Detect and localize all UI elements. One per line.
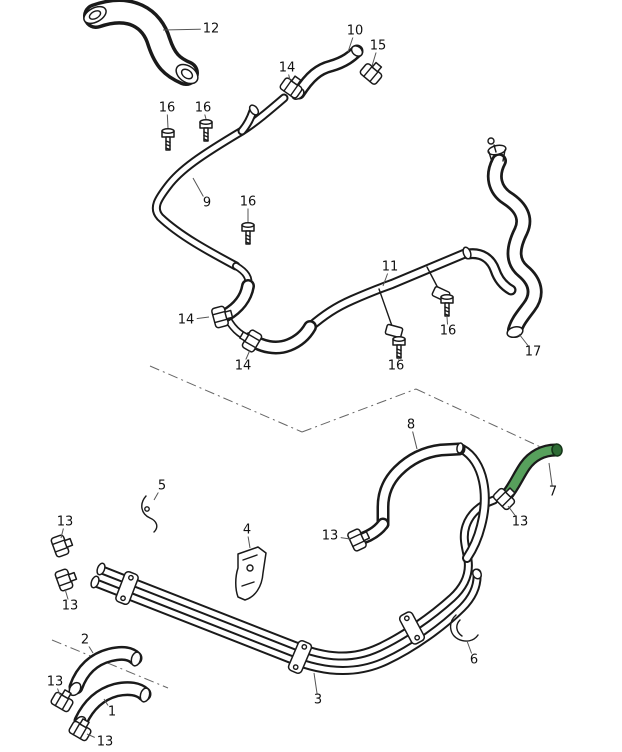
bolt-bracket-stem [378,288,393,327]
hose-12-opening [175,63,199,85]
part-label-15: 15 [367,38,389,54]
hose-8 [357,449,459,540]
part-label-16: 16 [192,100,214,116]
part-label-10: 10 [344,23,366,39]
part-label-13: 13 [44,674,66,690]
connector-hose-11-17 [468,254,511,290]
bolt-16 [392,336,406,359]
part-label-4: 4 [240,522,254,538]
hose-2-opening [130,651,142,667]
pipe-11-flange [462,246,472,260]
pipe-9-flange [248,104,260,116]
part-label-13: 13 [54,514,76,530]
hose-12-opening-inner [180,68,194,80]
part-label-8: 8 [404,417,418,433]
construction-lines [51,365,548,689]
part-label-12: 12 [200,21,222,37]
hose-12 [96,12,186,73]
bolt-16 [199,119,213,142]
pipe-3-flange [471,568,483,580]
bolt-16 [241,222,255,245]
hose-10-opening [350,45,364,57]
construction-line [415,388,548,451]
hose-10 [299,51,357,93]
hose-7-opening [551,443,563,457]
part-label-17: 17 [522,344,544,360]
pipe-3-flange [90,575,100,589]
construction-line [51,639,169,689]
hose-17-top-fitting [487,137,507,163]
bracket-4 [235,546,267,601]
hose-8-flange [456,442,464,454]
pipe-9 [156,98,284,266]
part-label-13: 13 [59,598,81,614]
hoses-and-pipes [76,12,556,721]
part-label-6: 6 [467,652,481,668]
construction-line [149,365,303,433]
clamp-13 [49,531,76,559]
part-label-13: 13 [94,734,116,750]
pipe-3-flange [96,562,106,576]
part-label-16: 16 [385,358,407,374]
clip-6 [449,614,479,642]
part-label-3: 3 [311,692,325,708]
part-label-13: 13 [509,514,531,530]
pipe-11 [226,253,466,339]
pipe-assembly-3 [96,500,494,671]
hose-17 [495,161,535,330]
part-label-13: 13 [319,528,341,544]
part-label-1: 1 [105,704,119,720]
bolt-bracket-plate [384,323,404,339]
part-label-9: 9 [200,195,214,211]
part-label-14: 14 [276,60,298,76]
clamp-13 [53,565,80,593]
hose-12-opening [83,5,107,25]
hose-1-opening [139,687,151,703]
part-label-16: 16 [237,194,259,210]
part-label-11: 11 [379,259,401,275]
part-label-16: 16 [156,100,178,116]
part-label-7: 7 [546,484,560,500]
part-label-16: 16 [437,323,459,339]
bolt-16 [161,128,175,151]
bolt-16 [440,294,454,317]
part-label-2: 2 [78,632,92,648]
part-label-14: 14 [175,312,197,328]
fittings [68,5,563,731]
construction-line [301,388,417,433]
clip-5 [141,495,158,533]
part-label-14: 14 [232,358,254,374]
part-label-5: 5 [155,478,169,494]
hose-12-opening-inner [88,10,102,20]
